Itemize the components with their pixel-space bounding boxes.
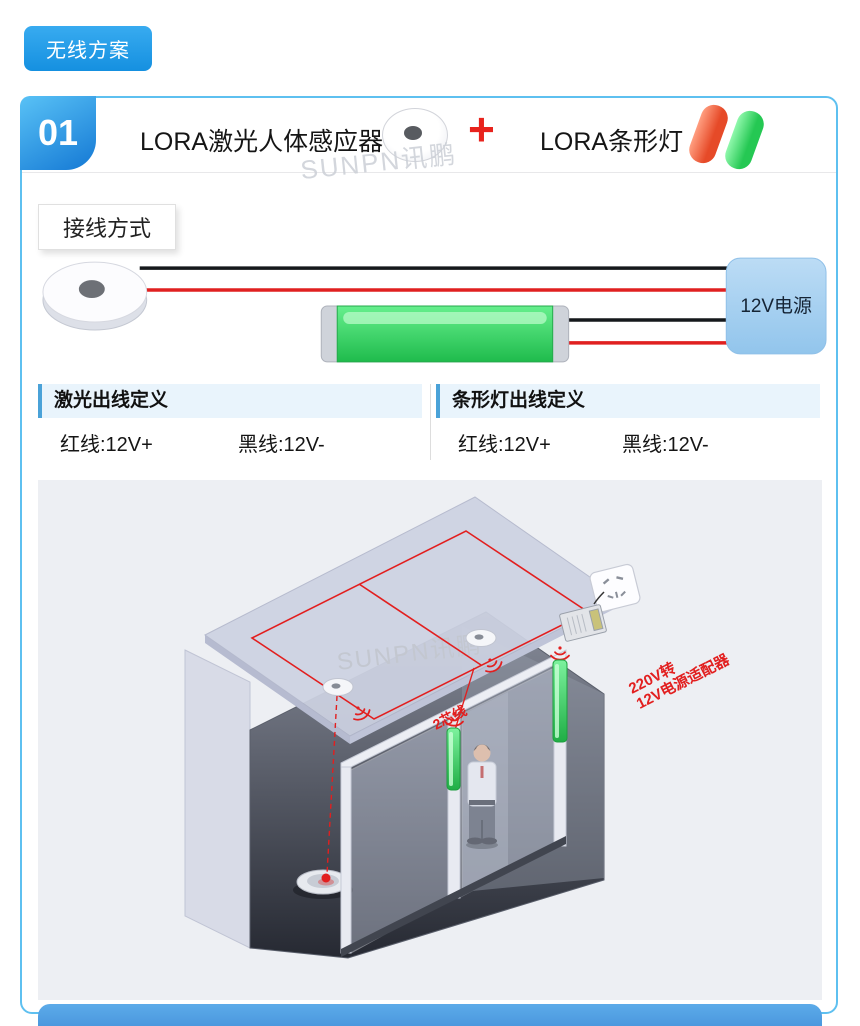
left-wall (184, 649, 251, 949)
power-supply-box: 12V电源 (725, 257, 827, 355)
laser-spot (321, 873, 331, 883)
bar-light-right-highlight (555, 664, 559, 738)
bar-light-product-image (677, 101, 807, 173)
step-number-badge: 01 (20, 96, 96, 170)
adapter-plug-wire (593, 591, 605, 605)
definition-header-bar: 条形灯出线定义 (436, 384, 820, 418)
section-tag: 无线方案 (24, 26, 152, 71)
floor-front-edge (341, 836, 566, 957)
next-section-bar (38, 1004, 822, 1026)
wiring-method-label: 接线方式 (38, 204, 177, 250)
led-bar-light-device (320, 305, 570, 363)
installation-scene: SUNPN讯鹏 (184, 496, 733, 959)
plus-sign: + (468, 103, 495, 155)
ceiling-edge-right (350, 598, 620, 744)
sensor-product-image (382, 108, 448, 162)
adapter-label: 220V转 12V电源适配器 (626, 650, 733, 713)
wiring-diagram: 12V电源 (42, 257, 827, 363)
bar-light-middle-highlight (449, 732, 453, 786)
bar-light-green (721, 107, 768, 173)
ceiling-cable-middle (358, 583, 482, 666)
laser-sensor-device (42, 261, 148, 331)
person (466, 744, 498, 849)
product-right-label: LORA条形灯 (540, 128, 684, 156)
ceiling-edge-left (205, 635, 350, 744)
power-adapter (559, 604, 607, 642)
laser-red-wire-definition: 红线:12V+ (60, 434, 153, 456)
header-divider (22, 172, 836, 173)
bar-light-middle (446, 727, 461, 791)
power-supply-label: 12V电源 (740, 295, 812, 317)
ceiling-sensor-right (465, 629, 497, 647)
definitions-divider (430, 384, 431, 460)
definition-header-laser: 激光出线定义 (38, 384, 422, 418)
toilet (293, 869, 353, 899)
laser-beam-line (326, 695, 338, 875)
wall-socket (589, 563, 641, 613)
installation-illustration: SUNPN讯鹏 (38, 480, 822, 1000)
laser-black-wire-definition: 黑线:12V- (238, 434, 325, 456)
solution-card: 01 LORA激光人体感应器 + LORA条形灯 SUNPN讯鹏 接线方式 (20, 96, 838, 1026)
bar-black-wire-definition: 黑线:12V- (622, 434, 709, 456)
bar-red-wire-definition: 红线:12V+ (458, 434, 551, 456)
product-left-label: LORA激光人体感应器 (140, 128, 384, 156)
front-pillar-left (340, 766, 352, 954)
ceiling-sensor-left (322, 678, 354, 696)
sensor-lens (404, 126, 422, 140)
